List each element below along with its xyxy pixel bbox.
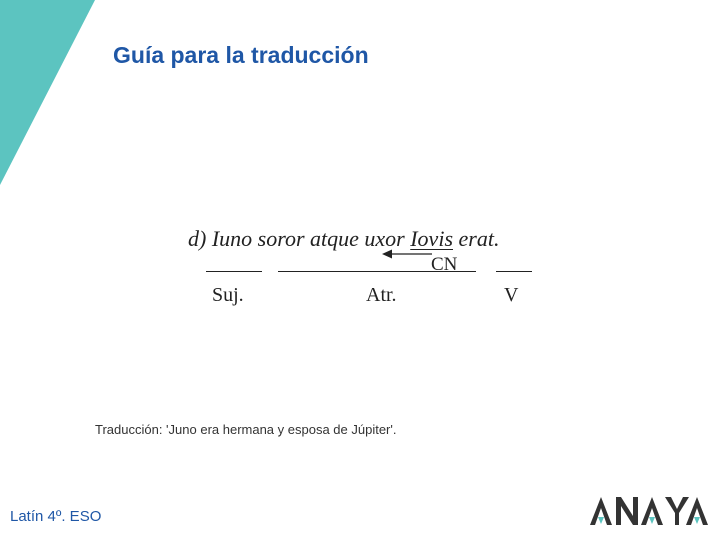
cn-arrow-icon (382, 249, 432, 259)
genitive-word: Iovis (410, 226, 453, 251)
subject-underline (206, 271, 262, 272)
role-attribute: Atr. (366, 284, 397, 306)
footer-course-label: Latín 4º. ESO (10, 508, 102, 525)
sentence-start: d) Iuno soror atque uxor (188, 226, 411, 251)
role-verb: V (504, 284, 519, 306)
anaya-logo (590, 497, 708, 525)
syntax-diagram: d) Iuno soror atque uxor Iovis erat. CN … (186, 224, 546, 314)
cn-label: CN (431, 254, 458, 275)
latin-sentence: d) Iuno soror atque uxor Iovis erat. (188, 226, 499, 252)
attribute-underline (278, 271, 476, 272)
slide-title: Guía para la traducción (113, 42, 369, 68)
sentence-end: erat. (453, 226, 500, 251)
corner-accent-shape (0, 0, 95, 185)
translation-text: Traducción: 'Juno era hermana y esposa d… (95, 422, 397, 437)
role-subject: Suj. (212, 284, 244, 306)
verb-underline (496, 271, 532, 272)
